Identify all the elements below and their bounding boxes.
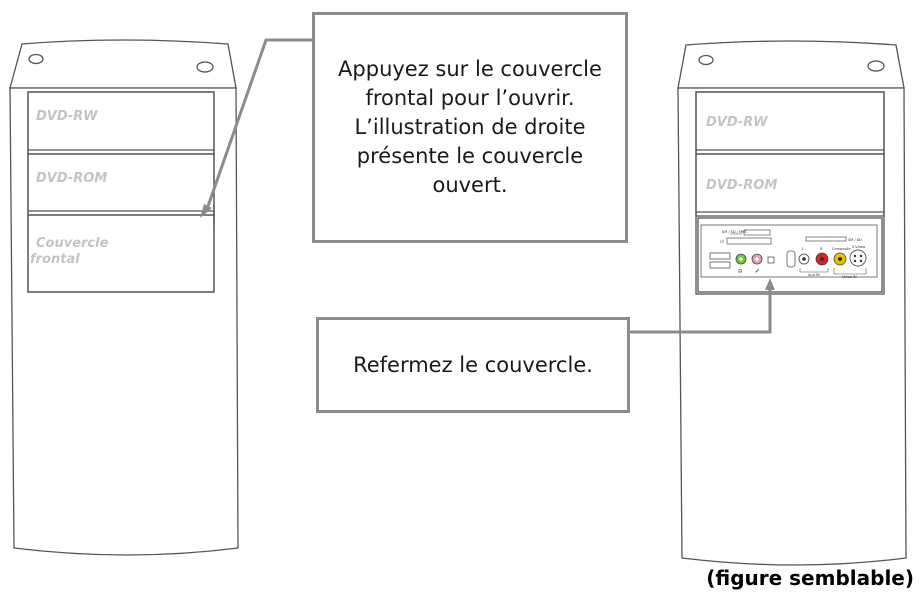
open-callout-pointer: [204, 38, 312, 213]
left-power-button[interactable]: [196, 61, 214, 73]
left-led-icon: [28, 53, 44, 65]
right-bay1-label: DVD-RW: [706, 115, 768, 130]
firewire-port[interactable]: [767, 256, 775, 264]
microphone-icon: 🎤: [755, 268, 760, 273]
close-callout-pointer: [630, 286, 772, 334]
close-cover-callout: Refermez le couvercle.: [316, 317, 630, 413]
left-tower: [9, 39, 239, 556]
right-led-icon: [698, 54, 714, 66]
right-power-button[interactable]: [867, 60, 885, 72]
open-cover-callout: Appuyez sur le couvercle frontal pour l’…: [312, 12, 628, 243]
close-cover-callout-text: Refermez le couvercle.: [353, 352, 593, 377]
svideo-label: S-Video: [852, 245, 865, 249]
s-video-port[interactable]: [849, 249, 867, 267]
firewire-large-port[interactable]: [786, 250, 796, 268]
left-cover-label-line2: frontal: [30, 252, 80, 267]
audio-in-left-jack[interactable]: [798, 253, 810, 265]
right-tower: [677, 40, 907, 566]
sm-xd-card-slot[interactable]: [805, 236, 847, 242]
composite-label: Composite: [832, 247, 851, 251]
right-open-port-panel: [697, 217, 883, 293]
figure-caption: (figure semblable): [706, 566, 914, 590]
usb-port-1[interactable]: [709, 252, 731, 260]
cf-label: CF: [720, 240, 724, 244]
right-bay2-label: DVD-ROM: [706, 178, 777, 193]
connector-lines: [200, 38, 775, 334]
open-cover-callout-text: Appuyez sur le couvercle frontal pour l’…: [338, 57, 602, 197]
headphone-icon: 🎧: [738, 268, 743, 273]
left-cover-label-line1: Couvercle: [36, 236, 109, 251]
r-label: R: [820, 247, 823, 251]
open-pointer-arrowhead: [200, 204, 212, 218]
cf-card-slot[interactable]: [726, 237, 772, 245]
l-label: L: [802, 247, 804, 251]
close-pointer-arrowhead: [765, 278, 775, 290]
usb-port-2[interactable]: [709, 261, 731, 269]
video-in-label: Video IN: [842, 275, 857, 279]
sd-card-slot[interactable]: [743, 229, 771, 236]
card-reader-label: SM / SD / MMC: [722, 230, 748, 234]
right-dvd-rom-bay: [695, 153, 885, 217]
sm-xd-label: SM / XD: [848, 238, 862, 242]
aud-in-label: Aud IN: [808, 273, 820, 277]
left-bay1-label: DVD-RW: [36, 109, 98, 124]
left-front-cover[interactable]: [27, 214, 215, 293]
left-bay2-label: DVD-ROM: [36, 171, 107, 186]
